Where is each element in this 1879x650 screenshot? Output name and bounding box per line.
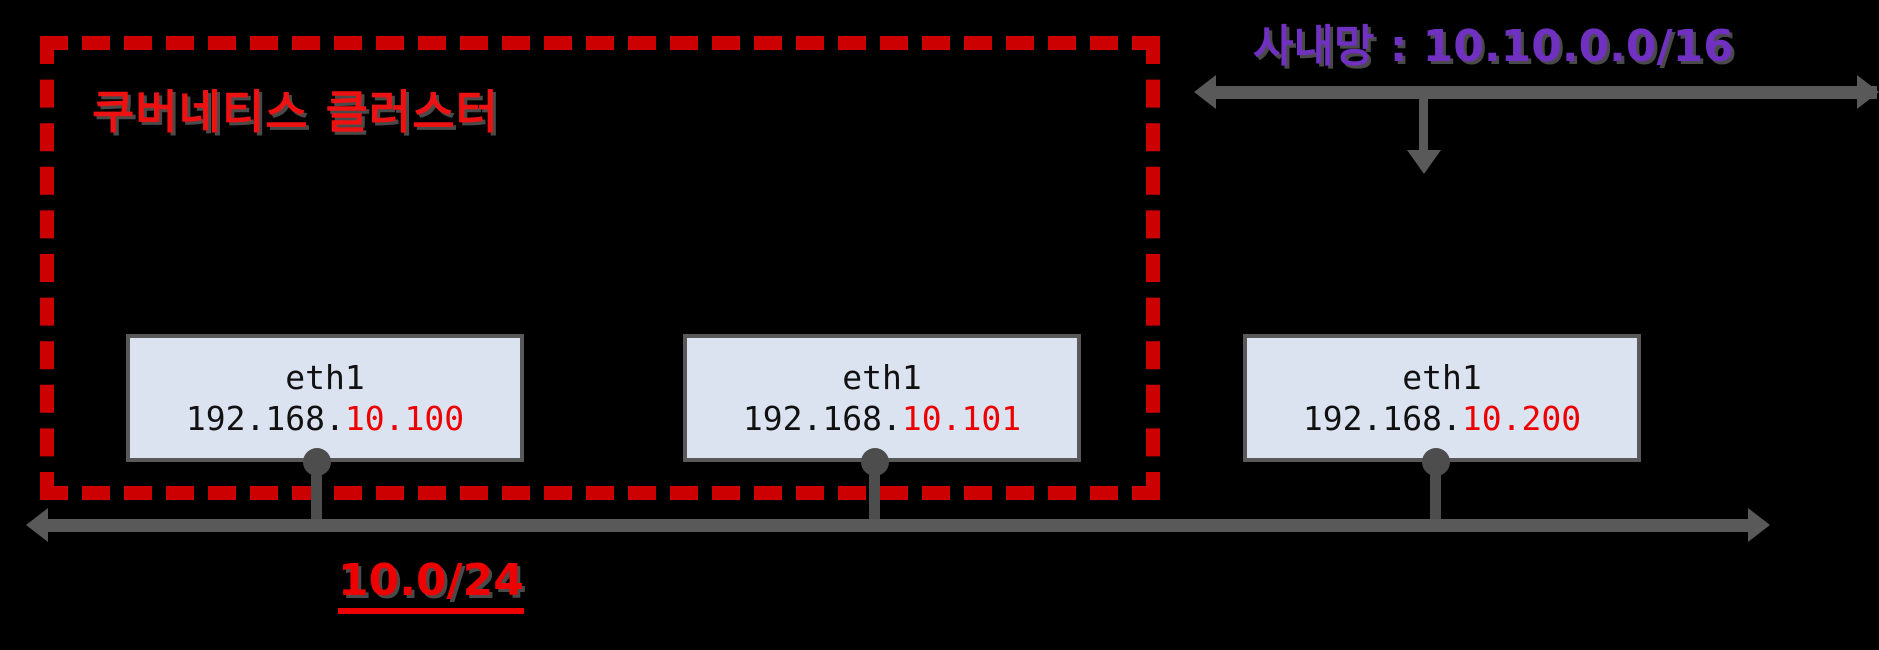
- node-interface-label: eth1: [285, 357, 365, 397]
- node-ip-address: 192.168.10.100: [185, 399, 465, 438]
- cluster-title: 쿠버네티스 클러스터: [92, 85, 499, 139]
- node-interface-label: eth1: [1402, 357, 1482, 397]
- subnet-bus-right-cap: [1748, 508, 1770, 542]
- node-connector-dot: [303, 448, 331, 476]
- node-interface-label: eth1: [842, 357, 922, 397]
- subnet-bus-left-cap: [26, 508, 48, 542]
- subnet-label: 10.0/24: [338, 555, 524, 614]
- corporate-network-bus: [1216, 86, 1877, 99]
- corporate-network-label: 사내망 : 10.10.0.0/16: [1253, 21, 1734, 72]
- node-connector-dot: [1422, 448, 1450, 476]
- corporate-bus-left-cap: [1194, 75, 1216, 109]
- node-box: eth1 192.168.10.100: [126, 334, 524, 462]
- node-box: eth1 192.168.10.101: [683, 334, 1081, 462]
- node-connector-stem: [311, 462, 322, 520]
- subnet-bus: [48, 519, 1748, 532]
- node-connector-stem: [869, 462, 880, 520]
- corporate-bus-right-cap: [1857, 75, 1879, 109]
- node-ip-address: 192.168.10.101: [742, 399, 1022, 438]
- node-box: eth1 192.168.10.200: [1243, 334, 1641, 462]
- node-connector-stem: [1430, 462, 1441, 520]
- corporate-arrow-stem: [1419, 92, 1428, 154]
- node-ip-address: 192.168.10.200: [1302, 399, 1582, 438]
- node-connector-dot: [861, 448, 889, 476]
- corporate-arrow-head-icon: [1407, 150, 1441, 174]
